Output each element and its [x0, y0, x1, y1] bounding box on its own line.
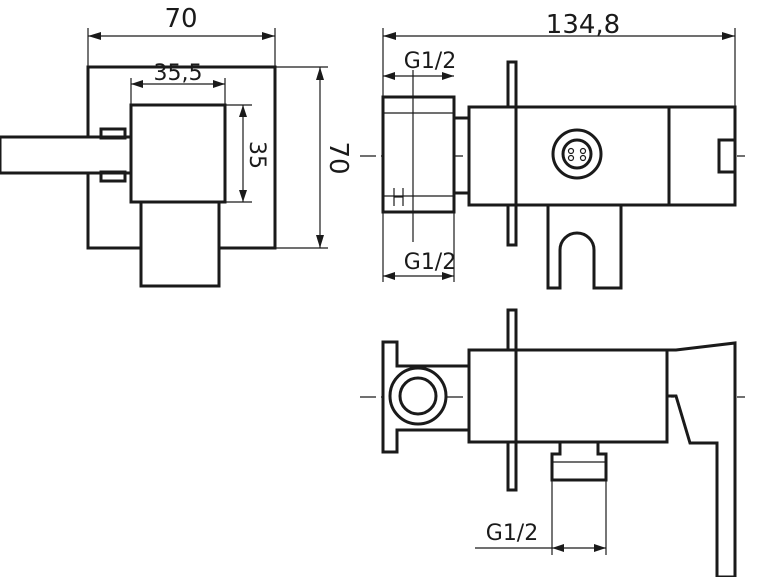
dim-70v-label: 70 — [323, 141, 353, 174]
top-handle — [665, 341, 737, 577]
dim-35-label: 35 — [244, 141, 269, 169]
dim-35-arrow-top — [239, 105, 247, 117]
front-body-block — [129, 103, 227, 204]
side-outlet-hole-b — [579, 147, 587, 155]
dim-70-arrow-left — [88, 32, 101, 40]
top-body — [467, 348, 669, 444]
top-view: G1/2 — [360, 308, 745, 577]
dim-g12-top-arrow-right — [442, 72, 454, 80]
dim-g12-top-arrow-left — [383, 72, 395, 80]
side-lever-end — [717, 138, 737, 174]
dim-355-arrow-right — [213, 80, 225, 88]
dim-g12-bottom-label: G1/2 — [486, 521, 538, 546]
top-outlet-nozzle — [550, 440, 608, 482]
dim-1348-label: 134,8 — [546, 10, 620, 40]
dim-g12-mid-label: G1/2 — [404, 250, 456, 275]
dim-70-arrow-right — [262, 32, 275, 40]
dim-g12-top-label: G1/2 — [404, 49, 456, 74]
side-outlet-inner — [561, 138, 593, 170]
front-handle-lower — [139, 200, 221, 288]
front-lever-collar-top — [99, 127, 127, 140]
dim-70v-arrow-bottom — [316, 235, 324, 248]
dim-g12-bottom-arrow-left — [552, 544, 564, 552]
top-connector-ring-inner — [398, 376, 438, 416]
side-holder-bracket — [546, 205, 623, 290]
dim-70-label: 70 — [164, 4, 197, 34]
dim-355-arrow-left — [131, 80, 143, 88]
dim-g12-mid-arrow-right — [442, 272, 454, 280]
side-view: 134,8 G1/2 G1/2 — [360, 10, 745, 290]
dim-g12-mid-arrow-left — [383, 272, 395, 280]
front-lever — [0, 135, 133, 175]
side-outlet-hole-c — [567, 154, 575, 162]
front-view: 70 35,5 35 70 — [0, 4, 353, 288]
top-connector-ring-outer — [388, 366, 448, 426]
dim-1348-arrow-right — [722, 32, 735, 40]
side-outlet-outer — [551, 128, 603, 180]
dim-70v-arrow-top — [316, 67, 324, 80]
side-outlet-hole-d — [579, 154, 587, 162]
front-lever-collar-bottom — [99, 170, 127, 183]
dim-1348-arrow-left — [383, 32, 396, 40]
side-outlet-hole-a — [567, 147, 575, 155]
dim-35-arrow-bottom — [239, 190, 247, 202]
dim-g12-bottom-arrow-right — [594, 544, 606, 552]
dim-355-label: 35,5 — [154, 61, 203, 86]
